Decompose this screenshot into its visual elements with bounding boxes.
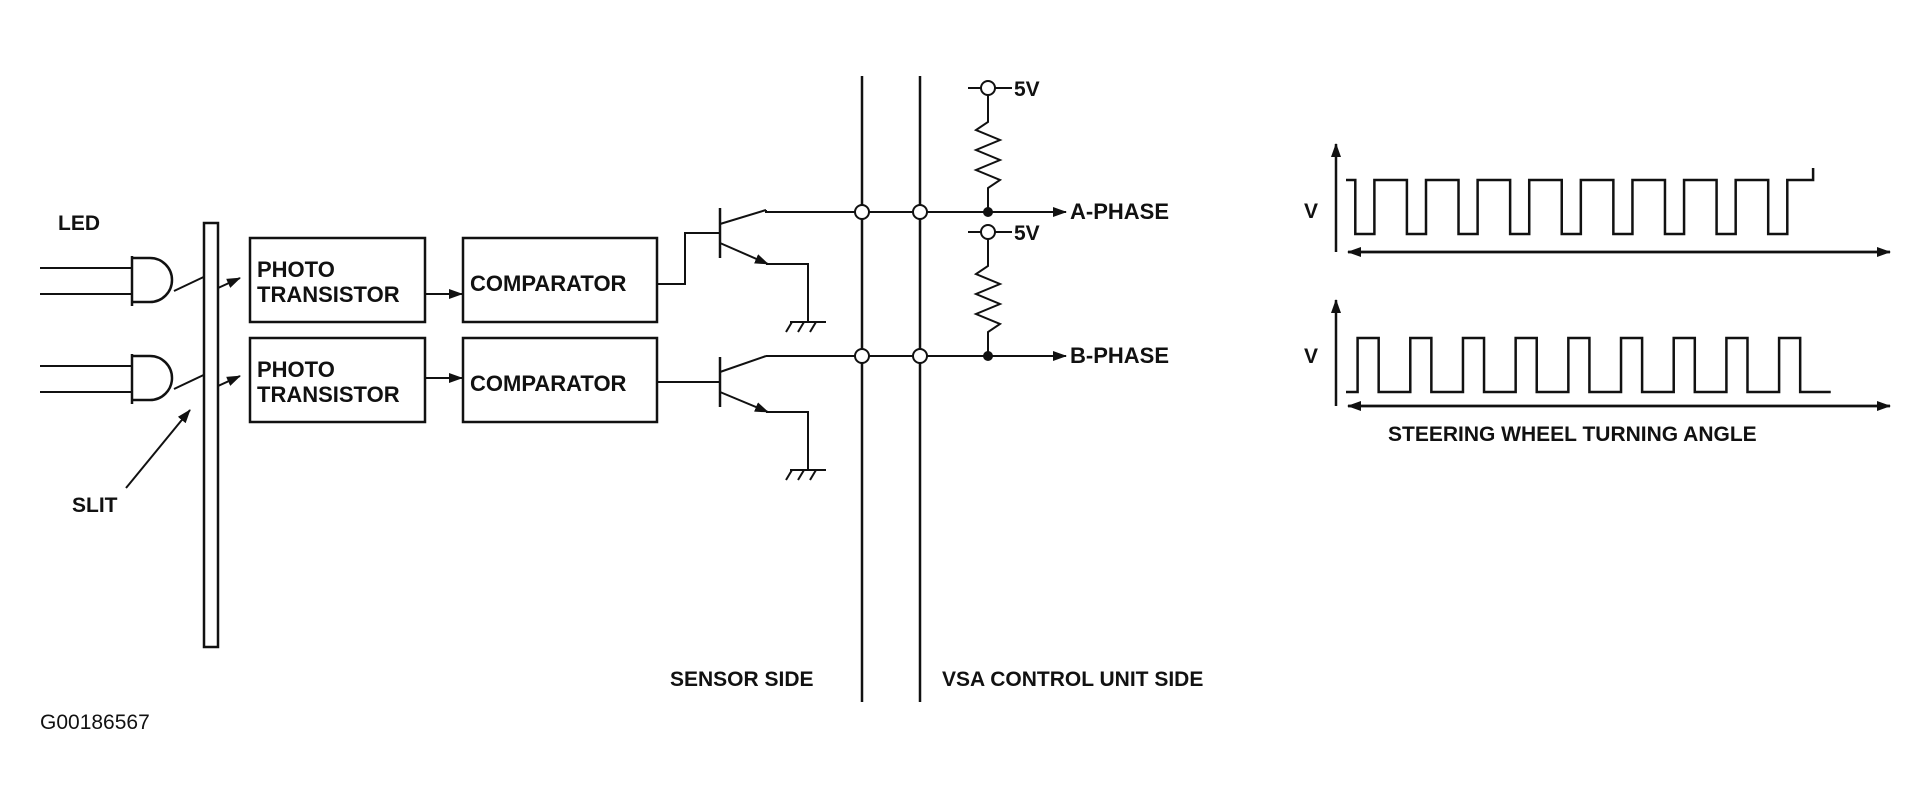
connector-node [912, 348, 928, 364]
connector-node [912, 204, 928, 220]
a-phase-waveform-chart: V [1304, 143, 1891, 257]
b-phase-waveform-chart: V STEERING WHEEL TURNING ANGLE [1304, 299, 1891, 446]
a-phase-label: A-PHASE [1070, 199, 1169, 224]
steering-angle-axis-label: STEERING WHEEL TURNING ANGLE [1388, 423, 1757, 446]
pull-up-resistor-b: 5V [968, 222, 1040, 361]
photo-transistor-label: PHOTO [257, 257, 335, 282]
photo-transistor-label: PHOTO [257, 357, 335, 382]
led-label: LED [58, 212, 100, 235]
connector-node [854, 204, 870, 220]
sensor-side-label: SENSOR SIDE [670, 668, 814, 691]
b-phase-waveform [1346, 336, 1831, 394]
led-icon [130, 256, 174, 306]
output-transistor-b [718, 355, 862, 481]
photo-transistor-label: TRANSISTOR [257, 382, 400, 407]
led-icon [130, 354, 174, 404]
slit-pointer [125, 409, 191, 489]
photo-transistor-label: TRANSISTOR [257, 282, 400, 307]
photo-transistor-block: PHOTO TRANSISTOR [248, 236, 427, 324]
pull-up-resistor-a: 5V [968, 78, 1040, 217]
ground-icon [785, 321, 826, 333]
voltage-axis-label: V [1304, 200, 1318, 223]
comparator-block: COMPARATOR [461, 336, 659, 424]
comparator-label: COMPARATOR [470, 371, 627, 396]
base-wire [657, 232, 720, 285]
a-phase-waveform [1346, 168, 1815, 236]
supply-voltage-label: 5V [1014, 78, 1040, 101]
voltage-axis-label: V [1304, 345, 1318, 368]
vsa-control-unit-side-label: VSA CONTROL UNIT SIDE [942, 668, 1203, 691]
comparator-label: COMPARATOR [470, 271, 627, 296]
ground-icon [785, 469, 826, 481]
b-phase-label: B-PHASE [1070, 343, 1169, 368]
slit-label: SLIT [72, 494, 118, 517]
comparator-block: COMPARATOR [461, 236, 659, 324]
output-transistor-a [718, 208, 862, 333]
slit-plate [202, 221, 220, 649]
figure-id: G00186567 [40, 711, 150, 734]
connector-node [854, 348, 870, 364]
led-input-wires [40, 267, 132, 393]
supply-voltage-label: 5V [1014, 222, 1040, 245]
photo-transistor-block: PHOTO TRANSISTOR [248, 336, 427, 424]
